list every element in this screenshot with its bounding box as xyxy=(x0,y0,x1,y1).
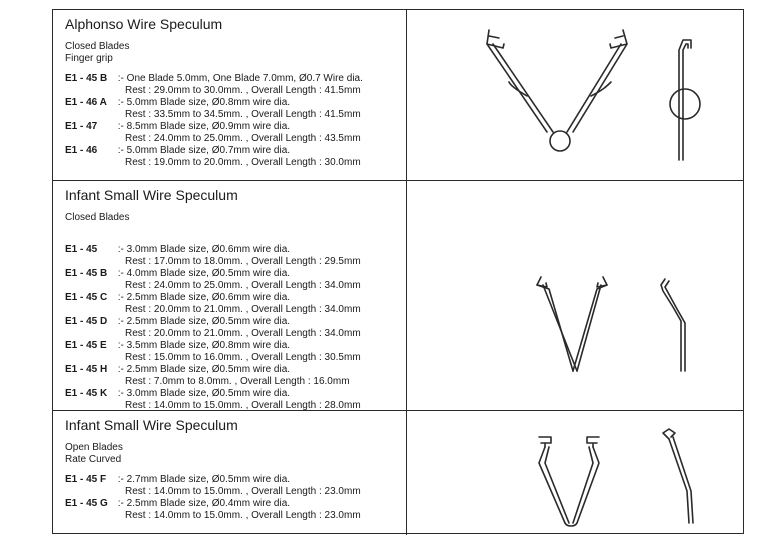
section-text: Infant Small Wire Speculum Closed Blades… xyxy=(53,181,407,412)
spec-code: E1 - 45 H xyxy=(65,364,108,375)
spec-item: E1 - 45 F :- 2.7mm Blade size, Ø0.5mm wi… xyxy=(65,474,406,498)
section-infant-closed: Infant Small Wire Speculum Closed Blades… xyxy=(53,181,743,411)
spec-item: E1 - 45 K :- 3.0mm Blade size, Ø0.5mm wi… xyxy=(65,388,406,412)
spec-rest: Rest : 20.0mm to 21.0mm. , Overall Lengt… xyxy=(125,304,361,315)
section-illustration xyxy=(407,411,745,535)
section-subtitles: Open Blades Rate Curved xyxy=(65,442,406,466)
spec-desc: :- 2.5mm Blade size, Ø0.6mm wire dia. xyxy=(117,292,291,303)
spec-code: E1 - 45 K xyxy=(65,388,108,399)
infant-speculum-open-front-icon xyxy=(538,436,600,527)
spec-list: E1 - 45 :- 3.0mm Blade size, Ø0.6mm wire… xyxy=(65,244,406,412)
spec-item: E1 - 45 B :- 4.0mm Blade size, Ø0.5mm wi… xyxy=(65,268,406,292)
spec-desc: :- 3.5mm Blade size, Ø0.8mm wire dia. xyxy=(117,340,291,351)
infant-speculum-closed-front-icon xyxy=(536,276,608,372)
section-subtitle: Open Blades xyxy=(65,442,123,453)
section-subtitles: Closed Blades xyxy=(65,212,406,224)
section-title: Infant Small Wire Speculum xyxy=(65,417,238,433)
spec-code: E1 - 45 xyxy=(65,244,98,255)
spec-code: E1 - 47 xyxy=(65,121,98,132)
spec-item: E1 - 45 G :- 2.5mm Blade size, Ø0.4mm wi… xyxy=(65,498,406,522)
spec-code: E1 - 45 D xyxy=(65,316,108,327)
spec-list: E1 - 45 B :- One Blade 5.0mm, One Blade … xyxy=(65,73,406,169)
section-title: Infant Small Wire Speculum xyxy=(65,187,238,203)
spec-item: E1 - 45 D :- 2.5mm Blade size, Ø0.5mm wi… xyxy=(65,316,406,340)
section-text: Alphonso Wire Speculum Closed Blades Fin… xyxy=(53,10,407,180)
spec-item: E1 - 45 :- 3.0mm Blade size, Ø0.6mm wire… xyxy=(65,244,406,268)
section-subtitle: Finger grip xyxy=(65,53,113,64)
spec-rest: Rest : 29.0mm to 30.0mm. , Overall Lengt… xyxy=(125,85,361,96)
spec-rest: Rest : 33.5mm to 34.5mm. , Overall Lengt… xyxy=(125,109,361,120)
spec-desc: :- 3.0mm Blade size, Ø0.6mm wire dia. xyxy=(117,244,291,255)
spec-rest: Rest : 20.0mm to 21.0mm. , Overall Lengt… xyxy=(125,328,361,339)
section-text: Infant Small Wire Speculum Open Blades R… xyxy=(53,411,407,535)
spec-list: E1 - 45 F :- 2.7mm Blade size, Ø0.5mm wi… xyxy=(65,474,406,522)
spec-desc: :- 8.5mm Blade size, Ø0.9mm wire dia. xyxy=(117,121,291,132)
spec-code: E1 - 45 C xyxy=(65,292,108,303)
alphonso-speculum-side-icon xyxy=(669,39,701,161)
spec-rest: Rest : 14.0mm to 15.0mm. , Overall Lengt… xyxy=(125,510,361,521)
spec-item: E1 - 46 A :- 5.0mm Blade size, Ø0.8mm wi… xyxy=(65,97,406,121)
section-subtitles: Closed Blades Finger grip xyxy=(65,41,406,65)
spec-code: E1 - 46 xyxy=(65,145,98,156)
alphonso-speculum-front-icon xyxy=(486,29,628,152)
spec-code: E1 - 46 A xyxy=(65,97,107,108)
spec-rest: Rest : 14.0mm to 15.0mm. , Overall Lengt… xyxy=(125,400,361,411)
spec-item: E1 - 45 E :- 3.5mm Blade size, Ø0.8mm wi… xyxy=(65,340,406,364)
section-infant-open: Infant Small Wire Speculum Open Blades R… xyxy=(53,411,743,535)
section-illustration xyxy=(407,181,745,410)
spec-code: E1 - 45 F xyxy=(65,474,107,485)
product-catalog-table: Alphonso Wire Speculum Closed Blades Fin… xyxy=(52,9,744,535)
spec-desc: :- 2.7mm Blade size, Ø0.5mm wire dia. xyxy=(117,474,291,485)
spec-item: E1 - 45 B :- One Blade 5.0mm, One Blade … xyxy=(65,73,406,97)
spec-item: E1 - 46 :- 5.0mm Blade size, Ø0.7mm wire… xyxy=(65,145,406,169)
section-title: Alphonso Wire Speculum xyxy=(65,16,223,32)
spec-code: E1 - 45 B xyxy=(65,268,108,279)
section-subtitle: Closed Blades xyxy=(65,212,130,223)
spec-item: E1 - 45 C :- 2.5mm Blade size, Ø0.6mm wi… xyxy=(65,292,406,316)
spec-rest: Rest : 19.0mm to 20.0mm. , Overall Lengt… xyxy=(125,157,361,168)
spec-rest: Rest : 24.0mm to 25.0mm. , Overall Lengt… xyxy=(125,133,361,144)
spec-desc: :- 2.5mm Blade size, Ø0.5mm wire dia. xyxy=(117,364,291,375)
section-alphonso: Alphonso Wire Speculum Closed Blades Fin… xyxy=(53,10,743,181)
infant-speculum-open-side-icon xyxy=(662,428,694,524)
spec-desc: :- 2.5mm Blade size, Ø0.4mm wire dia. xyxy=(117,498,291,509)
spec-rest: Rest : 24.0mm to 25.0mm. , Overall Lengt… xyxy=(125,280,361,291)
spec-desc: :- 4.0mm Blade size, Ø0.5mm wire dia. xyxy=(117,268,291,279)
spec-rest: Rest : 7.0mm to 8.0mm. , Overall Length … xyxy=(125,376,350,387)
spec-item: E1 - 47 :- 8.5mm Blade size, Ø0.9mm wire… xyxy=(65,121,406,145)
spec-rest: Rest : 17.0mm to 18.0mm. , Overall Lengt… xyxy=(125,256,361,267)
spec-item: E1 - 45 H :- 2.5mm Blade size, Ø0.5mm wi… xyxy=(65,364,406,388)
spec-desc: :- 5.0mm Blade size, Ø0.7mm wire dia. xyxy=(117,145,291,156)
spec-desc: :- 5.0mm Blade size, Ø0.8mm wire dia. xyxy=(117,97,291,108)
spec-desc: :- One Blade 5.0mm, One Blade 7.0mm, Ø0.… xyxy=(117,73,363,84)
spec-rest: Rest : 14.0mm to 15.0mm. , Overall Lengt… xyxy=(125,486,361,497)
spec-code: E1 - 45 E xyxy=(65,340,107,351)
section-illustration xyxy=(407,10,745,180)
section-subtitle: Rate Curved xyxy=(65,454,122,465)
spec-code: E1 - 45 B xyxy=(65,73,108,84)
spec-desc: :- 3.0mm Blade size, Ø0.5mm wire dia. xyxy=(117,388,291,399)
section-subtitle: Closed Blades xyxy=(65,41,130,52)
spec-rest: Rest : 15.0mm to 16.0mm. , Overall Lengt… xyxy=(125,352,361,363)
spec-code: E1 - 45 G xyxy=(65,498,108,509)
infant-speculum-closed-side-icon xyxy=(660,278,686,372)
spec-desc: :- 2.5mm Blade size, Ø0.5mm wire dia. xyxy=(117,316,291,327)
